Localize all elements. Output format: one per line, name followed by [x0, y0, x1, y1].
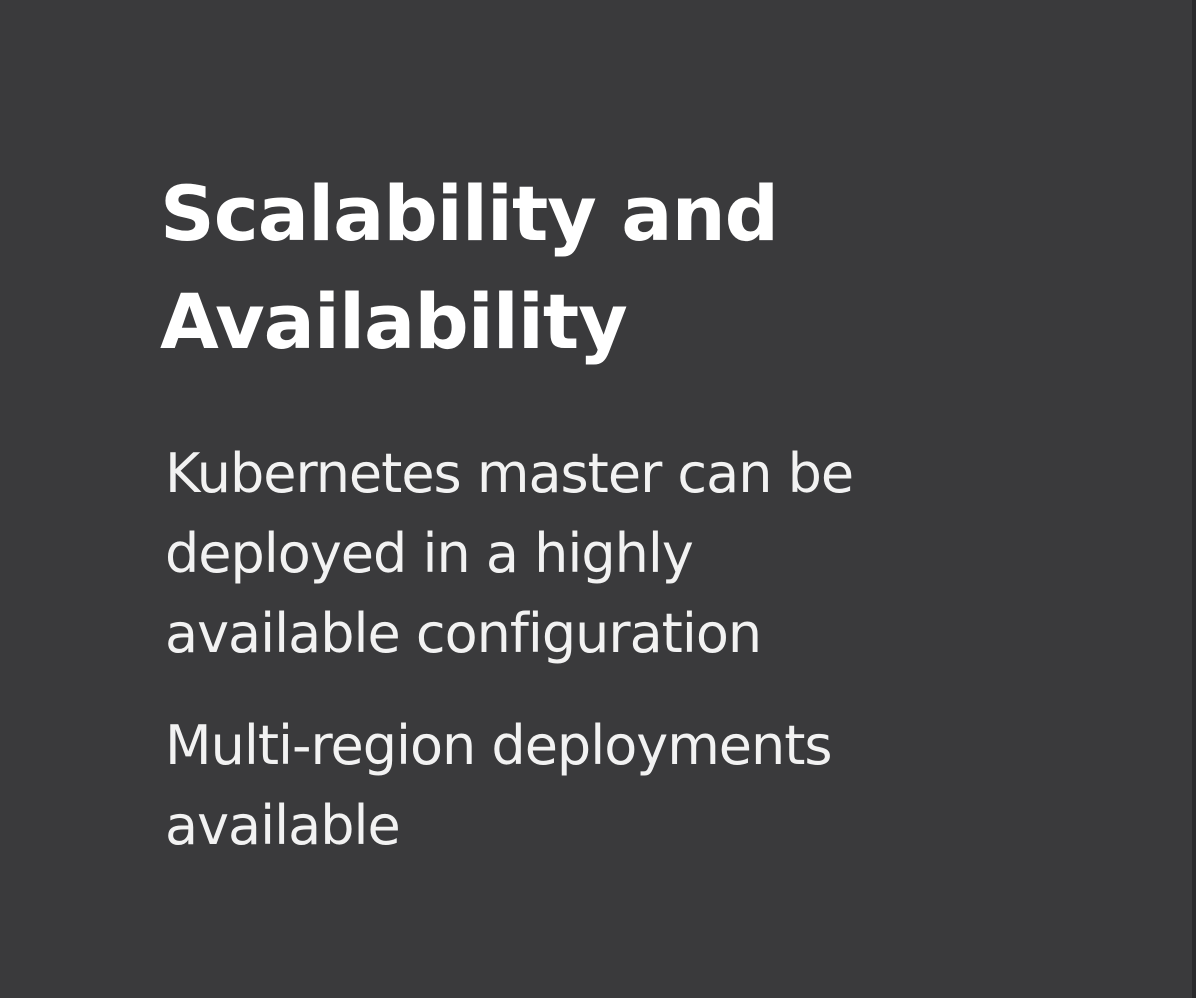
body-line: available configuration [165, 602, 762, 665]
body-paragraph-ha-master: Kubernetes master can be deployed in a h… [165, 434, 1065, 674]
body-line: available [165, 794, 401, 857]
slide-title-line-2: Availability [160, 277, 628, 366]
slide-title-line-1: Scalability and [160, 169, 779, 258]
body-paragraph-multi-region: Multi-region deployments available [165, 706, 1065, 866]
slide-edge [1192, 0, 1196, 998]
slide-title: Scalability and Availability [160, 160, 1060, 376]
body-line: deployed in a highly [165, 522, 694, 585]
body-line: Kubernetes master can be [165, 442, 854, 505]
body-line: Multi-region deployments [165, 714, 833, 777]
